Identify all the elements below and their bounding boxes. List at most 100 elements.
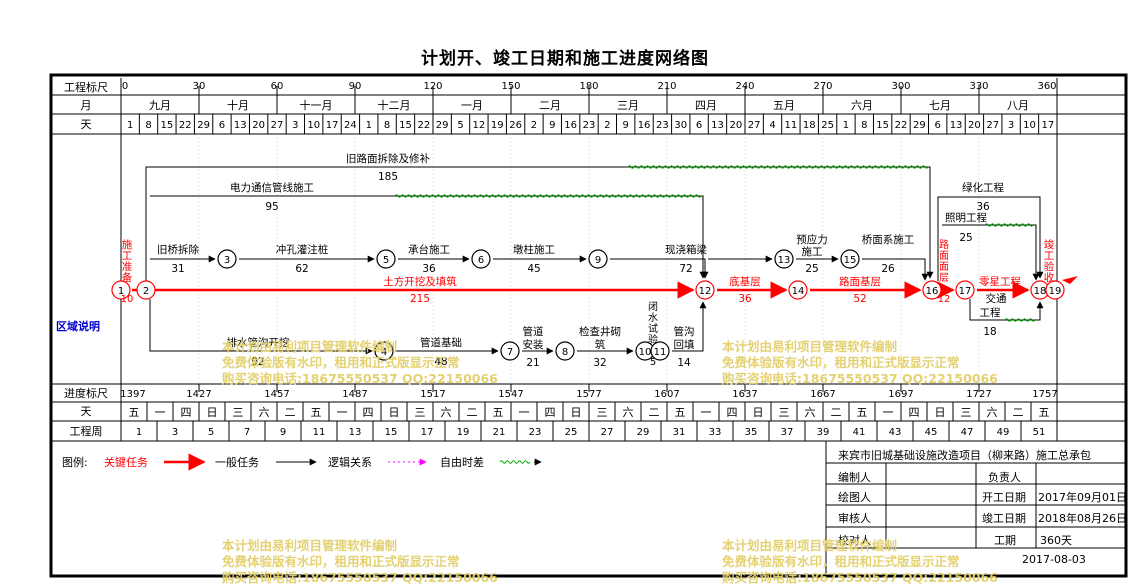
editor-label: 编制人 (838, 471, 871, 484)
weekday-label: 日 (571, 406, 582, 419)
scale-tick-label: 330 (969, 81, 988, 92)
legend-normal-label: 一般任务 (215, 456, 259, 469)
task-dur-prep: 10 (121, 294, 134, 305)
month-label: 四月 (695, 99, 717, 112)
weekday-label: 四 (363, 406, 374, 419)
week-label: 31 (673, 427, 686, 438)
day-label: 13 (234, 120, 247, 131)
day-label: 6 (219, 120, 225, 131)
weekday-label: 五 (311, 406, 322, 419)
task-name-old-road: 旧路面拆除及修补 (346, 152, 430, 165)
node-label: 7 (507, 347, 513, 358)
day-label: 24 (344, 120, 357, 131)
day-label: 19 (491, 120, 504, 131)
day-label: 11 (785, 120, 798, 131)
task-name-water-test: 水 (648, 312, 658, 324)
day-label: 5 (457, 120, 463, 131)
day-label: 9 (623, 120, 629, 131)
node-label: 19 (1049, 286, 1062, 297)
scale-tick-label: 0 (122, 81, 128, 92)
weekday-label: 六 (805, 406, 816, 419)
weekday-label: 三 (597, 406, 608, 419)
task-name-trench: 排水管沟开挖 (227, 336, 290, 349)
progress-tick-label: 1397 (120, 389, 145, 400)
task-dur-pipe-base: 48 (434, 356, 447, 368)
node-label: 4 (381, 347, 387, 358)
task-name-water-test: 闭 (648, 300, 658, 313)
scale-tick-label: 360 (1037, 81, 1056, 92)
month-label: 六月 (851, 99, 873, 112)
checker-label: 校对人 (838, 534, 871, 547)
float-old-road (627, 165, 929, 169)
task-name-power: 电力通信管线施工 (230, 181, 314, 194)
weekday-label: 六 (259, 406, 270, 419)
task-arrow-lighting (942, 224, 1040, 281)
task-dur-trench: 92 (251, 356, 264, 368)
day-label: 8 (861, 120, 867, 131)
task-name-prestress-2: 施工 (802, 245, 823, 258)
day-label: 17 (326, 120, 339, 131)
node-circle (840, 249, 860, 269)
task-name-cap: 承台施工 (408, 243, 450, 256)
weekday-label: 六 (441, 406, 452, 419)
weekday-label: 三 (961, 406, 972, 419)
weekday-label: 一 (519, 406, 530, 419)
row-label-day: 天 (81, 118, 92, 131)
day-label: 6 (935, 120, 941, 131)
node-label: 5 (383, 255, 389, 266)
task-name-prep: 施 (122, 238, 133, 251)
day-label: 25 (821, 120, 834, 131)
task-dur-piles: 62 (295, 263, 308, 275)
weekday-label: 二 (649, 406, 660, 419)
month-label: 五月 (773, 99, 795, 112)
task-name-acceptance: 工 (1044, 250, 1055, 262)
day-label: 22 (895, 120, 908, 131)
task-name-pipe-base: 管道基础 (420, 336, 462, 349)
month-label: 三月 (617, 99, 639, 112)
node-label: 2 (143, 286, 149, 297)
task-dur-backfill: 14 (677, 357, 691, 369)
task-name-surface: 层 (939, 272, 949, 284)
legend-prefix: 图例: (62, 455, 88, 469)
task-name-subbase: 底基层 (729, 275, 761, 288)
weekday-label: 四 (909, 406, 920, 419)
scale-tick-label: 30 (193, 81, 206, 92)
progress-tick-label: 1487 (342, 389, 367, 400)
legend-float-wave (499, 460, 531, 464)
day-label: 4 (769, 120, 775, 131)
day-label: 3 (292, 120, 298, 131)
scale-tick-label: 150 (501, 81, 520, 92)
duration-label: 工期 (994, 534, 1016, 547)
task-dur-pipe-install: 21 (526, 357, 539, 369)
task-name-manhole-2: 筑 (595, 338, 606, 351)
task-name-manhole: 检查井砌 (579, 325, 621, 338)
weekday-label: 六 (987, 406, 998, 419)
week-label: 25 (565, 427, 578, 438)
node-circle (1045, 280, 1065, 300)
month-label: 十二月 (378, 98, 411, 112)
weekday-label: 五 (493, 406, 504, 419)
task-arrow-girder (610, 258, 709, 279)
week-label: 3 (172, 427, 178, 438)
day-label: 16 (638, 120, 651, 131)
task-name-greening: 绿化工程 (962, 181, 1004, 194)
week-label: 7 (244, 427, 250, 438)
legend-float-label: 自由时差 (440, 455, 484, 469)
day-label: 3 (1008, 120, 1014, 131)
legend-critical-label: 关键任务 (104, 455, 148, 469)
drawer-label: 绘图人 (838, 491, 871, 504)
node-label: 18 (1034, 286, 1047, 297)
task-dur-surface: 12 (938, 294, 951, 305)
node-circle (136, 280, 156, 300)
day-label: 20 (252, 120, 265, 131)
node-label: 8 (562, 347, 568, 358)
node-label: 14 (792, 286, 805, 297)
week-label: 29 (637, 427, 650, 438)
task-dur-deck: 26 (881, 263, 895, 275)
row-label-scale: 工程标尺 (64, 80, 108, 94)
week-label: 41 (853, 427, 866, 438)
watermark-4: 本计划由易利项目管理软件编制免费体验版有水印，租用和正式版显示正常购买咨询电话:… (722, 538, 998, 585)
node-circle (588, 249, 608, 269)
week-label: 33 (709, 427, 722, 438)
